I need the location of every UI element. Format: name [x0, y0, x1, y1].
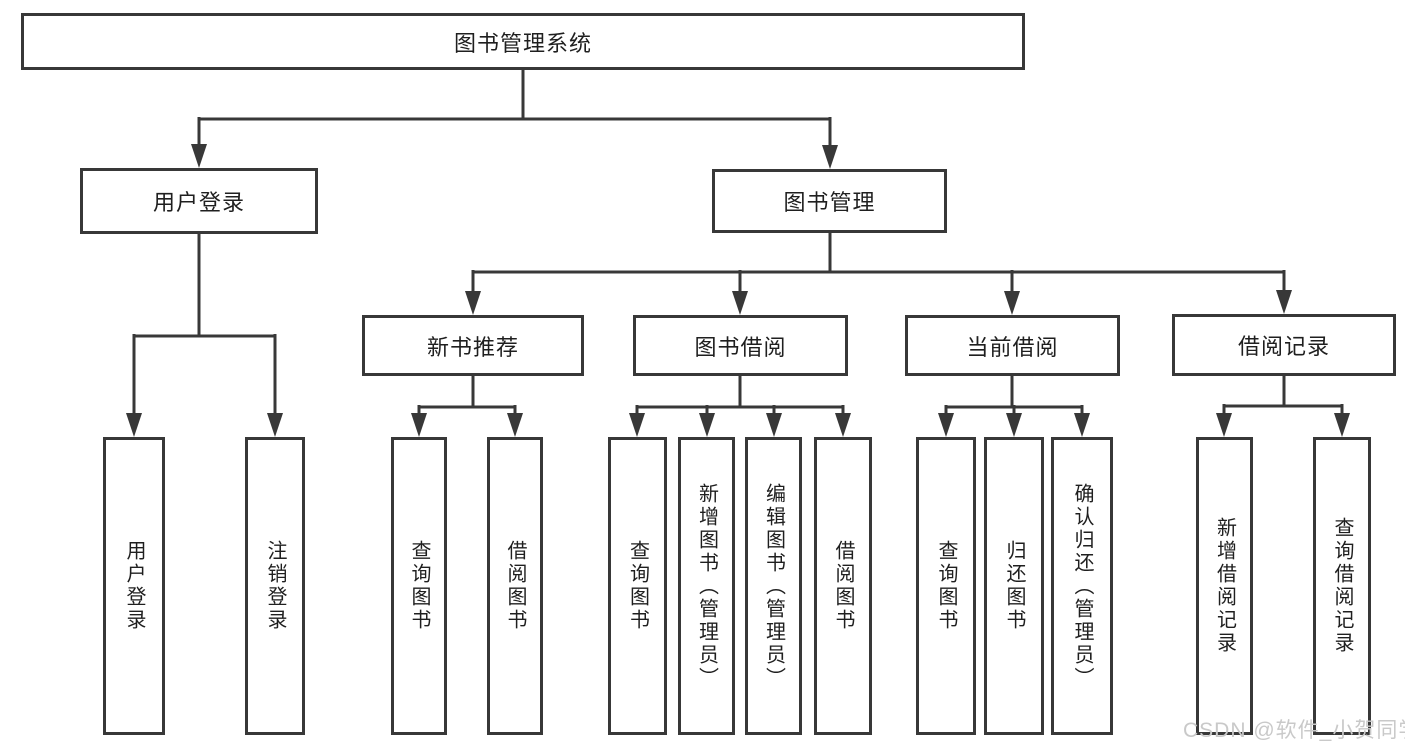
leaf-bb-edit-books-label: 编辑图书（管理员）: [762, 482, 785, 690]
leaf-logout-label: 注销登录: [264, 540, 286, 632]
leaf-cb-query-books-label: 查询图书: [935, 540, 957, 632]
leaf-bb-add-books: 新增图书（管理员）: [678, 437, 735, 735]
node-borrowing-records-label: 借阅记录: [1237, 334, 1330, 359]
leaf-bb-add-books-label: 新增图书（管理员）: [695, 482, 718, 690]
node-new-book-rec: 新书推荐: [362, 315, 584, 376]
leaf-bb-edit-books: 编辑图书（管理员）: [745, 437, 802, 735]
node-book-mgmt-label: 图书管理: [783, 190, 876, 215]
node-root-label: 图书管理系统: [453, 30, 592, 56]
leaf-cb-confirm-return: 确认归还（管理员）: [1051, 437, 1113, 735]
leaf-nb-borrow-books-label: 借阅图书: [504, 540, 526, 632]
leaf-br-add-record-label: 新增借阅记录: [1213, 517, 1236, 655]
leaf-bb-query-books: 查询图书: [608, 437, 667, 735]
leaf-br-query-record: 查询借阅记录: [1313, 437, 1371, 735]
leaf-cb-confirm-return-label: 确认归还（管理员）: [1071, 482, 1093, 690]
leaf-user-login: 用户登录: [103, 437, 165, 735]
leaf-cb-query-books: 查询图书: [916, 437, 976, 735]
node-book-borrowing-label: 图书借阅: [694, 334, 787, 360]
leaf-bb-query-books-label: 查询图书: [626, 540, 649, 632]
leaf-bb-borrow-books: 借阅图书: [814, 437, 872, 735]
leaf-nb-query-books-label: 查询图书: [408, 540, 430, 632]
leaf-bb-borrow-books-label: 借阅图书: [832, 540, 854, 632]
node-user-login-label: 用户登录: [152, 190, 245, 215]
node-current-borrowing: 当前借阅: [905, 315, 1120, 376]
node-book-borrowing: 图书借阅: [633, 315, 848, 376]
node-user-login: 用户登录: [80, 168, 318, 234]
leaf-nb-query-books: 查询图书: [391, 437, 447, 735]
csdn-watermark: CSDN @软件_小贺同学: [1183, 719, 1405, 742]
leaf-cb-return-books-label: 归还图书: [1003, 540, 1025, 632]
node-book-mgmt: 图书管理: [712, 169, 947, 233]
node-root: 图书管理系统: [21, 13, 1025, 70]
leaf-cb-return-books: 归还图书: [984, 437, 1044, 735]
node-current-borrowing-label: 当前借阅: [966, 334, 1059, 360]
node-borrowing-records: 借阅记录: [1172, 314, 1396, 376]
leaf-user-login-label: 用户登录: [123, 540, 145, 632]
leaf-br-query-record-label: 查询借阅记录: [1331, 517, 1353, 655]
leaf-br-add-record: 新增借阅记录: [1196, 437, 1253, 735]
node-new-book-rec-label: 新书推荐: [426, 334, 519, 360]
leaf-nb-borrow-books: 借阅图书: [487, 437, 543, 735]
leaf-logout: 注销登录: [245, 437, 305, 735]
